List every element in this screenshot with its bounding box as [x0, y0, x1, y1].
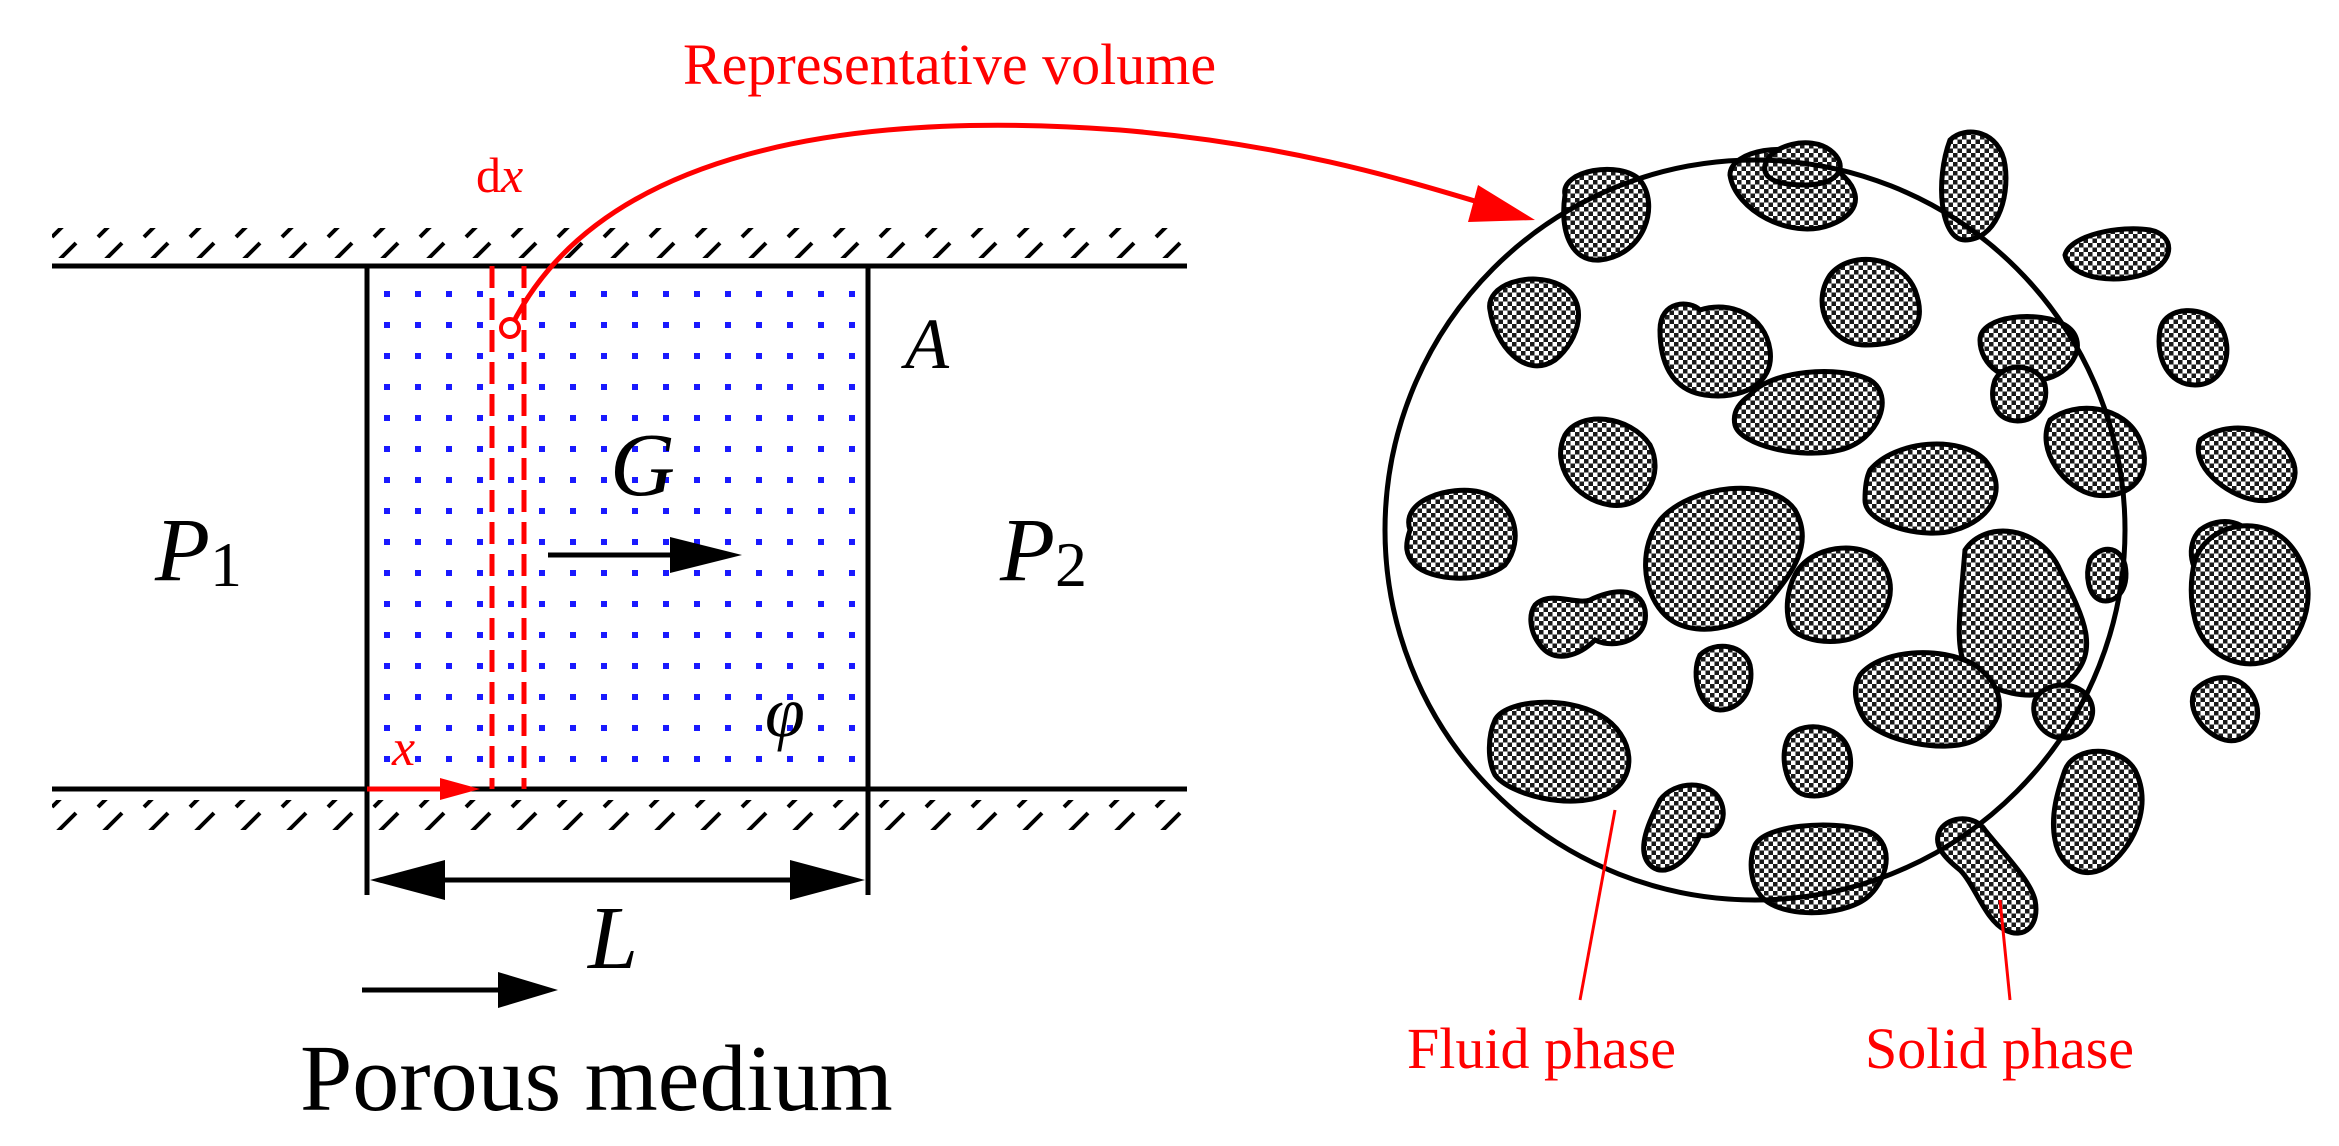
pressure-inlet-P: P: [154, 501, 210, 600]
fluid-phase-leader: [1578, 809, 1617, 1001]
solid-particle: [1643, 485, 1805, 632]
representative-volume-label: Representative volume: [683, 32, 1216, 97]
solid-particle: [1558, 416, 1658, 508]
pressure-outlet-P: P: [999, 501, 1055, 600]
solid-phase-label: Solid phase: [1865, 1016, 2134, 1081]
pressure-inlet-sub: 1: [210, 529, 242, 600]
solid-particles: [1404, 129, 2311, 936]
solid-particle: [1486, 699, 1632, 804]
solid-particle: [1693, 643, 1754, 713]
dx-label: dx: [476, 147, 523, 203]
solid-particle: [2188, 523, 2311, 667]
solid-particle: [1731, 369, 1885, 456]
pressure-outlet-sub: 2: [1055, 529, 1087, 600]
link-curve: [509, 122, 1506, 327]
x-axis-arrow-head: [440, 778, 480, 800]
solid-particle: [1641, 782, 1726, 873]
dx-label-d: d: [476, 147, 501, 203]
representative-volume: [1382, 129, 2311, 1001]
solid-particle: [1862, 441, 1999, 536]
flow-arrow-head: [670, 537, 742, 573]
solid-particle: [1748, 822, 1889, 916]
representative-volume-boundary: [1382, 157, 2128, 903]
solid-particle: [2031, 682, 2096, 741]
solid-particle: [1781, 724, 1854, 799]
representative-volume-link: [499, 122, 1535, 339]
solid-particle: [1561, 166, 1652, 263]
solid-particle: [1784, 545, 1893, 644]
solid-particle: [2195, 425, 2298, 504]
solid-particle: [1935, 816, 2039, 936]
solid-particle: [1990, 364, 2049, 424]
pressure-outlet-label: P2: [999, 501, 1087, 600]
solid-particle: [2050, 748, 2145, 875]
pressure-inlet-label: P1: [154, 501, 242, 600]
link-origin-marker: [499, 317, 521, 339]
length-arrow-left: [370, 860, 445, 900]
fluid-phase-label: Fluid phase: [1407, 1016, 1676, 1081]
length-label: L: [586, 889, 638, 988]
dx-label-x: x: [500, 147, 523, 203]
bottom-wall-hatch: [52, 800, 1182, 830]
flow-rate-label: G: [610, 416, 675, 515]
solid-particle: [1657, 301, 1773, 399]
solid-particle: [2189, 675, 2261, 744]
area-label: A: [901, 304, 950, 384]
top-wall-hatch: [52, 228, 1182, 258]
solid-particle: [2156, 308, 2230, 388]
solid-particle: [1956, 528, 2090, 698]
porous-medium-label: Porous medium: [300, 1027, 893, 1131]
link-arrow-head: [1468, 185, 1535, 222]
solid-phase-leader: [1998, 899, 2012, 1001]
porosity-label: φ: [765, 672, 805, 752]
porous-region: [367, 266, 868, 789]
porous-channel: [52, 228, 1187, 1008]
solid-particle: [1487, 276, 1581, 369]
solid-particle: [2062, 226, 2172, 282]
x-axis-label: x: [391, 720, 415, 777]
solid-particle: [1939, 129, 2009, 243]
solid-particle: [1404, 487, 1518, 581]
direction-arrow-head: [498, 972, 558, 1008]
solid-particle: [2043, 405, 2147, 499]
length-arrow-right: [790, 860, 865, 900]
solid-particle: [1819, 257, 1922, 348]
solid-particle: [1852, 650, 2002, 749]
solid-particle: [1528, 589, 1648, 659]
